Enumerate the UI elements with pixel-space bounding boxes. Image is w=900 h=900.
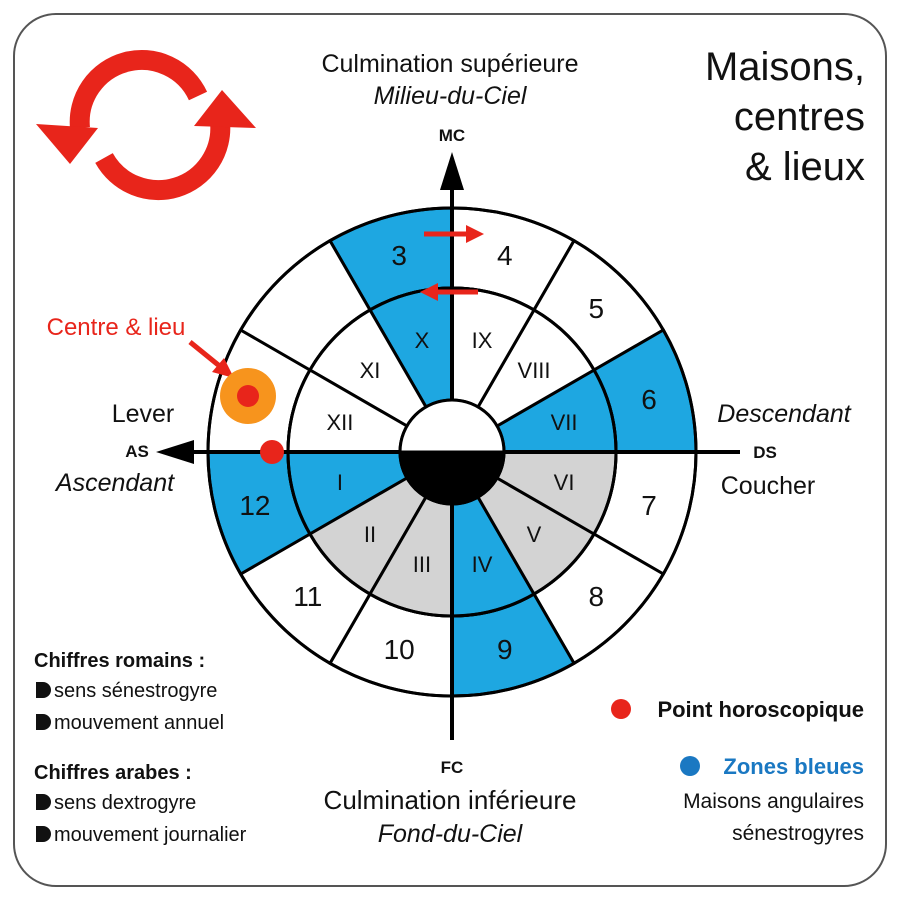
title-line3: & lieux [745,145,865,189]
bullet-icon [36,714,51,730]
legend-romains-item2: mouvement annuel [54,712,224,734]
title-line1: Maisons, [705,45,865,89]
point-legend-dot-icon [611,699,631,719]
outer-house-label: 12 [239,490,270,521]
outer-house-label: 4 [497,240,513,271]
legend-zones-title: Zones bleues [723,754,864,779]
mc-arrow-icon [440,152,464,190]
refresh-arrowhead-right [194,90,256,128]
ds-label: DS [753,443,777,462]
inner-house-label: I [337,470,343,495]
title-line2: centres [734,95,865,139]
centre-lieu-label: Centre & lieu [47,314,186,341]
bullet-icon [36,794,51,810]
inner-house-label: V [527,522,542,547]
refresh-icon [69,49,231,201]
legend-romains-title: Chiffres romains : [34,650,205,672]
bullet-icon [36,682,51,698]
legend-point-label: Point horoscopique [657,697,864,722]
top-caption-line1: Culmination supérieure [321,50,578,78]
inner-disc-night [398,450,506,506]
refresh-arrowhead-left [36,124,98,164]
coucher-label: Coucher [721,472,816,500]
legend-zones-line1: Maisons angulaires [683,790,864,813]
inner-house-label: IX [472,328,493,353]
descendant-label: Descendant [717,400,851,428]
inner-house-label: VII [551,410,578,435]
inner-house-label: XII [326,410,353,435]
as-label: AS [125,442,149,461]
centre-lieu-pointer-icon [188,340,234,378]
inner-house-label: IV [472,552,493,577]
arrow-right-icon [424,225,484,243]
outer-house-label: 9 [497,634,513,665]
outer-house-label: 11 [293,581,322,612]
legend-arabes-title: Chiffres arabes : [34,762,192,784]
fc-label: FC [441,758,464,777]
as-arrow-icon [156,440,194,464]
outer-house-label: 3 [391,240,407,271]
outer-house-label: 5 [588,293,604,324]
lever-label: Lever [112,400,175,428]
inner-house-label: II [364,522,376,547]
legend-romains-item1: sens sénestrogyre [54,680,217,702]
legend-arabes-item2: mouvement journalier [54,824,247,846]
bottom-caption-line2: Fond-du-Ciel [378,820,524,848]
inner-disc-day [398,398,506,454]
inner-house-label: VIII [518,358,551,383]
inner-house-label: VI [554,470,575,495]
bullet-icon [36,826,51,842]
mc-label: MC [439,126,465,145]
bottom-caption-line1: Culmination inférieure [324,785,577,815]
inner-house-label: III [413,552,431,577]
horoscopic-point-marker [260,440,284,464]
outer-house-label: 7 [641,490,657,521]
outer-house-label: 6 [641,384,657,415]
centre-lieu-dot [237,385,259,407]
outer-house-label: 8 [588,581,604,612]
house-wheel: 23456789101112IIIIIIIVVVIVIIVIIIIXXXIXII [206,206,698,698]
legend-zones-line2: sénestrogyres [732,822,864,845]
inner-house-label: XI [360,358,381,383]
arrow-left-icon [420,283,478,301]
outer-house-label: 10 [384,634,415,665]
legend-arabes-item1: sens dextrogyre [54,792,196,814]
ascendant-label: Ascendant [54,469,175,497]
zones-legend-dot-icon [680,756,700,776]
inner-house-label: X [415,328,430,353]
top-caption-line2: Milieu-du-Ciel [374,82,528,110]
